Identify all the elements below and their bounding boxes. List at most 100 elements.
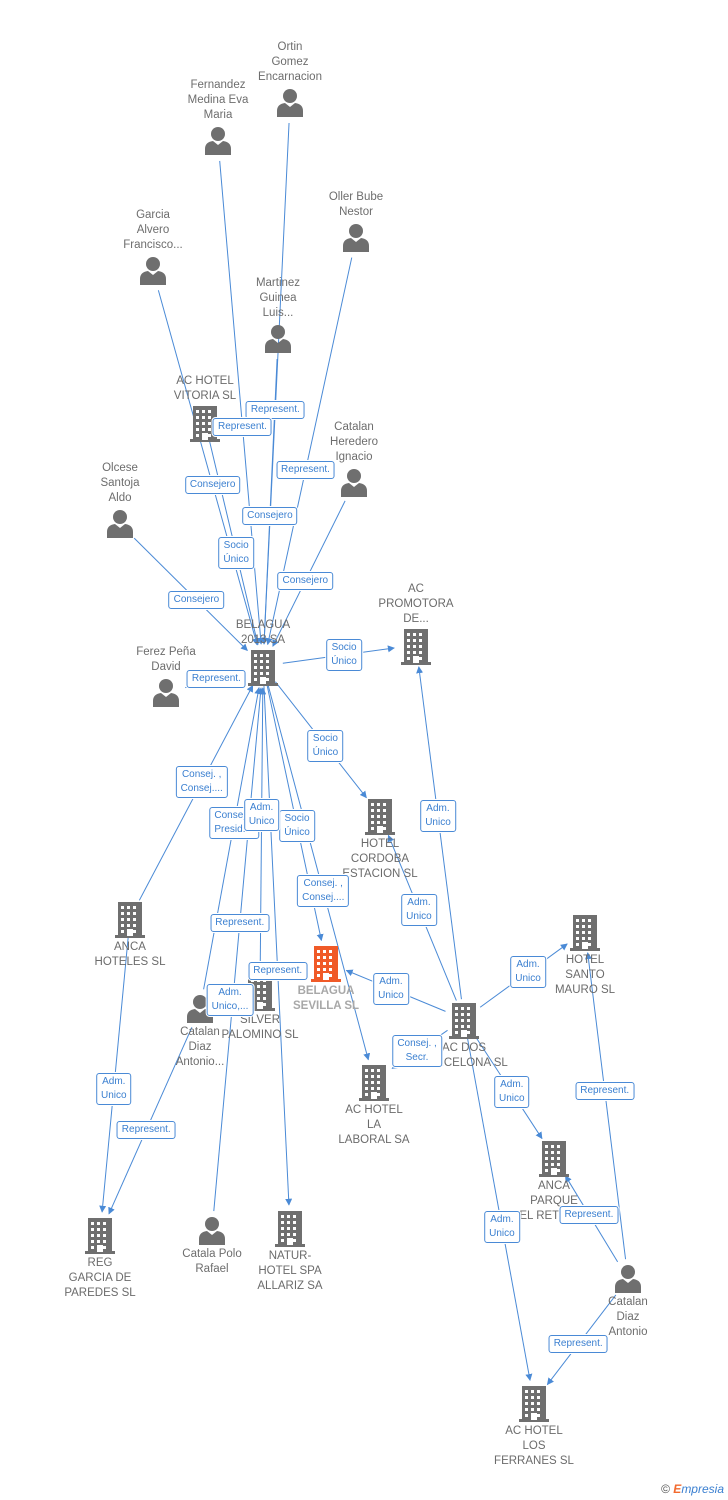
node-naturhotel[interactable]: NATUR- HOTEL SPA ALLARIZ SA [235, 1209, 345, 1294]
edge-label[interactable]: Represent. [245, 400, 305, 419]
edge-label[interactable]: Adm. Unico [484, 1210, 520, 1243]
edge-acdos-achotellosferranes [467, 1038, 533, 1382]
node-label: Martinez Guinea Luis... [255, 277, 301, 319]
node-catalandiaz1[interactable]: Catalan Diaz Antonio... [145, 991, 255, 1070]
building-icon [365, 799, 395, 835]
edge-label[interactable]: Represent. [276, 461, 335, 480]
node-achotelvitoria[interactable]: AC HOTEL VITORIA SL [150, 374, 260, 444]
node-catalapolo[interactable]: Catala Polo Rafael [157, 1213, 267, 1277]
building-icon [519, 1386, 549, 1422]
edge-label[interactable]: Consejero [277, 571, 334, 590]
node-label: BELAGUA 2013 SA [235, 619, 291, 646]
edge-label[interactable]: Adm. Unico [420, 800, 456, 833]
person-icon [341, 469, 367, 497]
person-icon [107, 510, 133, 538]
edge-label[interactable]: Represent. [559, 1205, 619, 1224]
footer-brand[interactable]: © Empresia [661, 1482, 724, 1496]
person-icon [199, 1217, 225, 1245]
building-icon [275, 1211, 305, 1247]
edge-label[interactable]: Represent. [116, 1120, 176, 1139]
edge-belagua2013-naturhotel [263, 685, 293, 1206]
building-icon [190, 406, 220, 442]
edge-label[interactable]: Socio Único [218, 537, 254, 570]
node-ferez[interactable]: Ferez Peña David [111, 645, 221, 709]
node-acpromotora[interactable]: AC PROMOTORA DE... [361, 582, 471, 667]
edge-label[interactable]: Consejero [168, 590, 225, 609]
node-olcese[interactable]: Olcese Santoja Aldo [65, 461, 175, 540]
node-catalandiaz2[interactable]: Catalan Diaz Antonio [573, 1261, 683, 1340]
person-icon [343, 224, 369, 252]
building-icon [85, 1218, 115, 1254]
edge-label[interactable]: Consejero [242, 506, 298, 525]
node-label: Catala Polo Rafael [182, 1248, 242, 1275]
person-icon [153, 679, 179, 707]
edge-label[interactable]: Consejero [184, 476, 241, 495]
node-label: HOTEL SANTO MAURO SL [554, 954, 616, 996]
edge-label[interactable]: Consej. , Consej.... [175, 766, 228, 799]
building-icon [449, 1003, 479, 1039]
node-label: Fernandez Medina Eva Maria [187, 79, 249, 121]
node-ortin[interactable]: Ortin Gomez Encarnacion [235, 40, 345, 119]
node-catalanheredero[interactable]: Catalan Heredero Ignacio [299, 420, 409, 499]
edge-catalandiaz1-reggarcia [108, 1027, 193, 1215]
edge-label[interactable]: Socio Único [326, 638, 362, 671]
node-oller[interactable]: Oller Bube Nestor [301, 190, 411, 254]
node-fernandez[interactable]: Fernandez Medina Eva Maria [163, 78, 273, 157]
building-icon [248, 650, 278, 686]
node-martinez[interactable]: Martinez Guinea Luis... [223, 276, 333, 355]
node-hotelcordoba[interactable]: HOTEL CORDOBA ESTACION SL [325, 797, 435, 882]
node-label: AC HOTEL LA LABORAL SA [338, 1104, 410, 1146]
person-icon [615, 1265, 641, 1293]
node-label: Oller Bube Nestor [328, 191, 384, 218]
node-garcia[interactable]: Garcia Alvero Francisco... [98, 208, 208, 287]
edge-label[interactable]: Adm. Unico [494, 1076, 530, 1109]
person-icon [277, 89, 303, 117]
node-hotelsantomauro[interactable]: HOTEL SANTO MAURO SL [530, 913, 640, 998]
node-reggarcia[interactable]: REG GARCIA DE PAREDES SL [45, 1216, 155, 1301]
node-label: ANCA HOTELES SL [94, 941, 166, 968]
edge-label[interactable]: Adm. Unico [243, 799, 280, 832]
building-icon [401, 629, 431, 665]
edge-label[interactable]: Socio Único [307, 729, 344, 762]
node-label: NATUR- HOTEL SPA ALLARIZ SA [257, 1250, 323, 1292]
edge-catalapolo-belagua2013 [213, 687, 264, 1212]
edge-fernandez-belagua2013 [219, 160, 265, 645]
edge-label[interactable]: Represent. [186, 669, 246, 688]
person-icon [205, 127, 231, 155]
node-label: Catalan Diaz Antonio [608, 1296, 648, 1338]
edge-label[interactable]: Socio Único [279, 809, 315, 842]
node-label: BELAGUA SEVILLA SL [292, 985, 360, 1012]
edge-label[interactable]: Adm. Unico [510, 956, 546, 989]
building-icon [539, 1141, 569, 1177]
node-label: Ortin Gomez Encarnacion [258, 41, 322, 83]
copyright-symbol: © [661, 1482, 670, 1496]
node-label: AC HOTEL LOS FERRANES SL [494, 1425, 574, 1467]
node-achotellosferranes[interactable]: AC HOTEL LOS FERRANES SL [479, 1384, 589, 1469]
node-label: Catalan Diaz Antonio... [175, 1026, 225, 1068]
node-label: Ferez Peña David [136, 646, 196, 673]
node-belaguasevilla[interactable]: BELAGUA SEVILLA SL [271, 944, 381, 1014]
node-label: HOTEL CORDOBA ESTACION SL [342, 838, 418, 880]
node-label: Catalan Heredero Ignacio [330, 421, 378, 463]
edge-label[interactable]: Adm. Unico [95, 1072, 132, 1105]
node-belagua2013[interactable]: BELAGUA 2013 SA [208, 618, 318, 688]
node-ancahoteles[interactable]: ANCA HOTELES SL [75, 900, 185, 970]
node-achotellaboral[interactable]: AC HOTEL LA LABORAL SA [319, 1063, 429, 1148]
edge-label[interactable]: Represent. [248, 962, 308, 981]
edge-garcia-belagua2013 [157, 290, 259, 646]
edge-label[interactable]: Represent. [213, 417, 272, 436]
edge-label[interactable]: Represent. [210, 914, 270, 933]
edge-label[interactable]: Consej. , Consej.... [297, 875, 350, 908]
edge-label[interactable]: Adm. Unico [401, 893, 437, 926]
edge-label[interactable]: Consej. , Secr. [392, 1035, 442, 1068]
building-icon [115, 902, 145, 938]
edge-acdos-acpromotora [416, 666, 462, 1000]
edge-label[interactable]: Adm. Unico,... [206, 983, 254, 1016]
node-label: REG GARCIA DE PAREDES SL [64, 1257, 136, 1299]
node-label: SILVER PALOMINO SL [221, 1014, 299, 1041]
edge-label[interactable]: Adm. Unico [373, 972, 409, 1005]
edge-label[interactable]: Represent. [575, 1081, 635, 1100]
node-label: AC HOTEL VITORIA SL [173, 375, 237, 402]
edge-label[interactable]: Represent. [548, 1335, 608, 1354]
